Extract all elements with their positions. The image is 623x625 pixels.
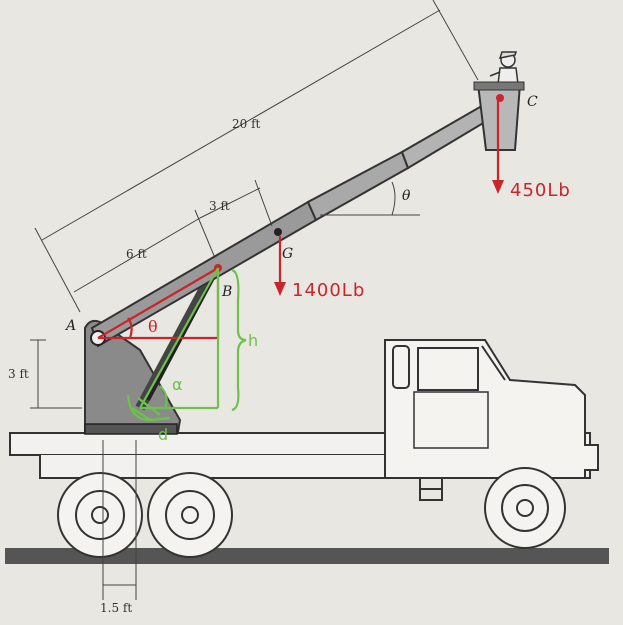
label-theta: θ <box>402 188 411 204</box>
green-cylinder-line <box>139 267 219 409</box>
dimension-3ft-height <box>30 339 82 409</box>
dimension-20ft <box>34 0 479 313</box>
label-offset-d: d <box>158 425 168 444</box>
cab-side-window <box>392 345 410 389</box>
label-theta-red: θ <box>148 317 158 336</box>
label-3ft-boom: 3 ft <box>209 199 230 213</box>
label-point-a: A <box>64 318 76 334</box>
front-wheel <box>484 467 566 549</box>
pedestal-base <box>84 423 178 435</box>
label-1-5ft: 1.5 ft <box>100 601 132 615</box>
rear-wheel-1 <box>57 472 143 558</box>
height-brace <box>231 268 247 412</box>
label-6ft: 6 ft <box>126 247 147 261</box>
rear-wheel-2 <box>147 472 233 558</box>
cab-windshield <box>481 345 506 381</box>
label-load-c: 450Lb <box>510 180 571 201</box>
label-20ft: 20 ft <box>232 117 261 131</box>
label-3ft-height: 3 ft <box>8 367 29 381</box>
cab-step <box>419 477 443 501</box>
label-alpha: α <box>172 375 183 394</box>
label-point-g: G <box>282 246 293 262</box>
dimension-6ft <box>73 209 216 293</box>
center-of-gravity-g <box>274 228 282 236</box>
red-boom-line <box>97 267 219 339</box>
angle-theta-arc <box>320 181 420 216</box>
red-point-c <box>496 94 504 102</box>
boom-main-section <box>90 200 318 348</box>
dimension-3ft-boom <box>199 179 273 227</box>
bucket-worker <box>489 51 519 85</box>
bucket-rim <box>473 81 525 91</box>
cab-window <box>417 347 479 391</box>
label-point-b: B <box>221 284 232 300</box>
boom-pedestal <box>84 319 182 433</box>
label-point-c: C <box>527 94 538 110</box>
green-annotations <box>126 267 247 422</box>
truck-cab <box>384 339 599 479</box>
dimension-1-5ft <box>102 440 137 600</box>
cab-door <box>413 391 489 449</box>
label-load-g: 1400Lb <box>292 280 365 301</box>
ground <box>5 548 609 564</box>
label-height-h: h <box>248 331 258 350</box>
